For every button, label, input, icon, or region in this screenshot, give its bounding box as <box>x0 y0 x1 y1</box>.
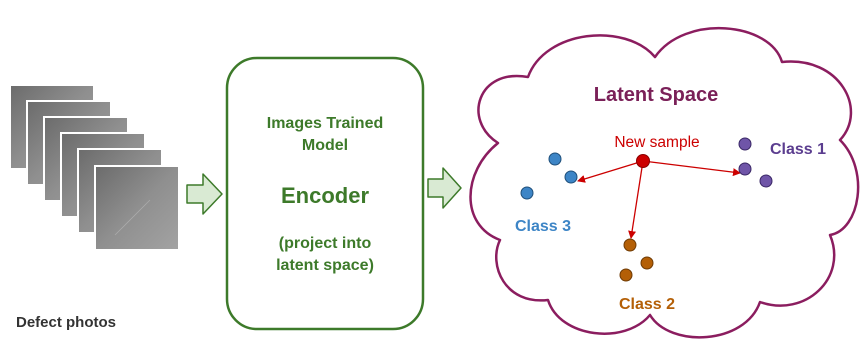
class2-point <box>623 238 637 252</box>
class1-point <box>759 174 773 188</box>
class1-point <box>738 137 752 151</box>
class1-point <box>738 162 752 176</box>
defect-photos-caption: Defect photos <box>16 314 116 331</box>
arrow-to-class1 <box>642 160 741 177</box>
defect-photo <box>94 165 180 251</box>
flow-arrow-to-encoder <box>186 173 223 215</box>
class3-label: Class 3 <box>515 218 571 235</box>
encoder-note-line1: (project into <box>279 235 372 252</box>
defect-photo-stack <box>9 84 180 251</box>
encoder-note-line2: latent space) <box>276 257 374 274</box>
class3-point <box>520 186 534 200</box>
latent-space-cloud <box>469 27 860 339</box>
arrow-to-class2 <box>628 160 644 239</box>
class2-point <box>640 256 654 270</box>
encoder-model-line2: Model <box>302 137 348 154</box>
flow-arrow-to-latent <box>427 167 462 209</box>
class1-label: Class 1 <box>770 141 826 158</box>
class2-label: Class 2 <box>619 296 675 313</box>
new-sample-label: New sample <box>614 134 699 151</box>
arrow-to-class3 <box>577 160 644 183</box>
class3-point <box>548 152 562 166</box>
encoder-box <box>225 56 425 331</box>
new-sample-point <box>636 154 650 168</box>
encoder-title: Encoder <box>281 183 369 208</box>
encoder-model-line1: Images Trained <box>267 115 384 132</box>
latent-space-title: Latent Space <box>594 84 718 106</box>
class3-point <box>564 170 578 184</box>
class2-point <box>619 268 633 282</box>
